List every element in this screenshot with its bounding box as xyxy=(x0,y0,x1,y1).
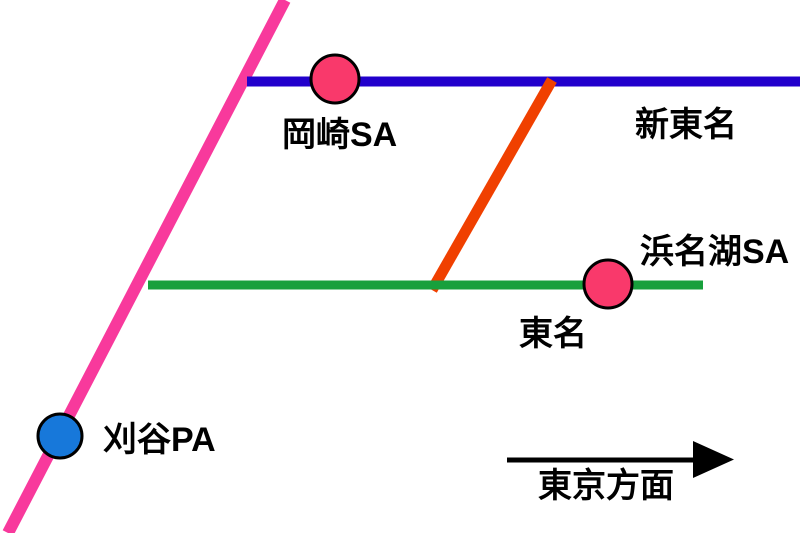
okazaki-sa-node xyxy=(309,53,361,105)
hamanako-sa-label: 浜名湖SA xyxy=(640,233,789,271)
tokyo-direction-label: 東京方面 xyxy=(538,467,674,505)
kariya-pa-label: 刈谷PA xyxy=(103,421,216,459)
kariya-pa-node xyxy=(36,412,84,460)
tokyo-direction-arrow-icon xyxy=(507,441,734,478)
okazaki-sa-label: 岡崎SA xyxy=(282,116,397,154)
connector-line xyxy=(427,77,557,293)
tomei-label: 東名 xyxy=(519,315,587,353)
hamanako-sa-node xyxy=(582,258,634,310)
shin-tomei-label: 新東名 xyxy=(635,106,737,144)
